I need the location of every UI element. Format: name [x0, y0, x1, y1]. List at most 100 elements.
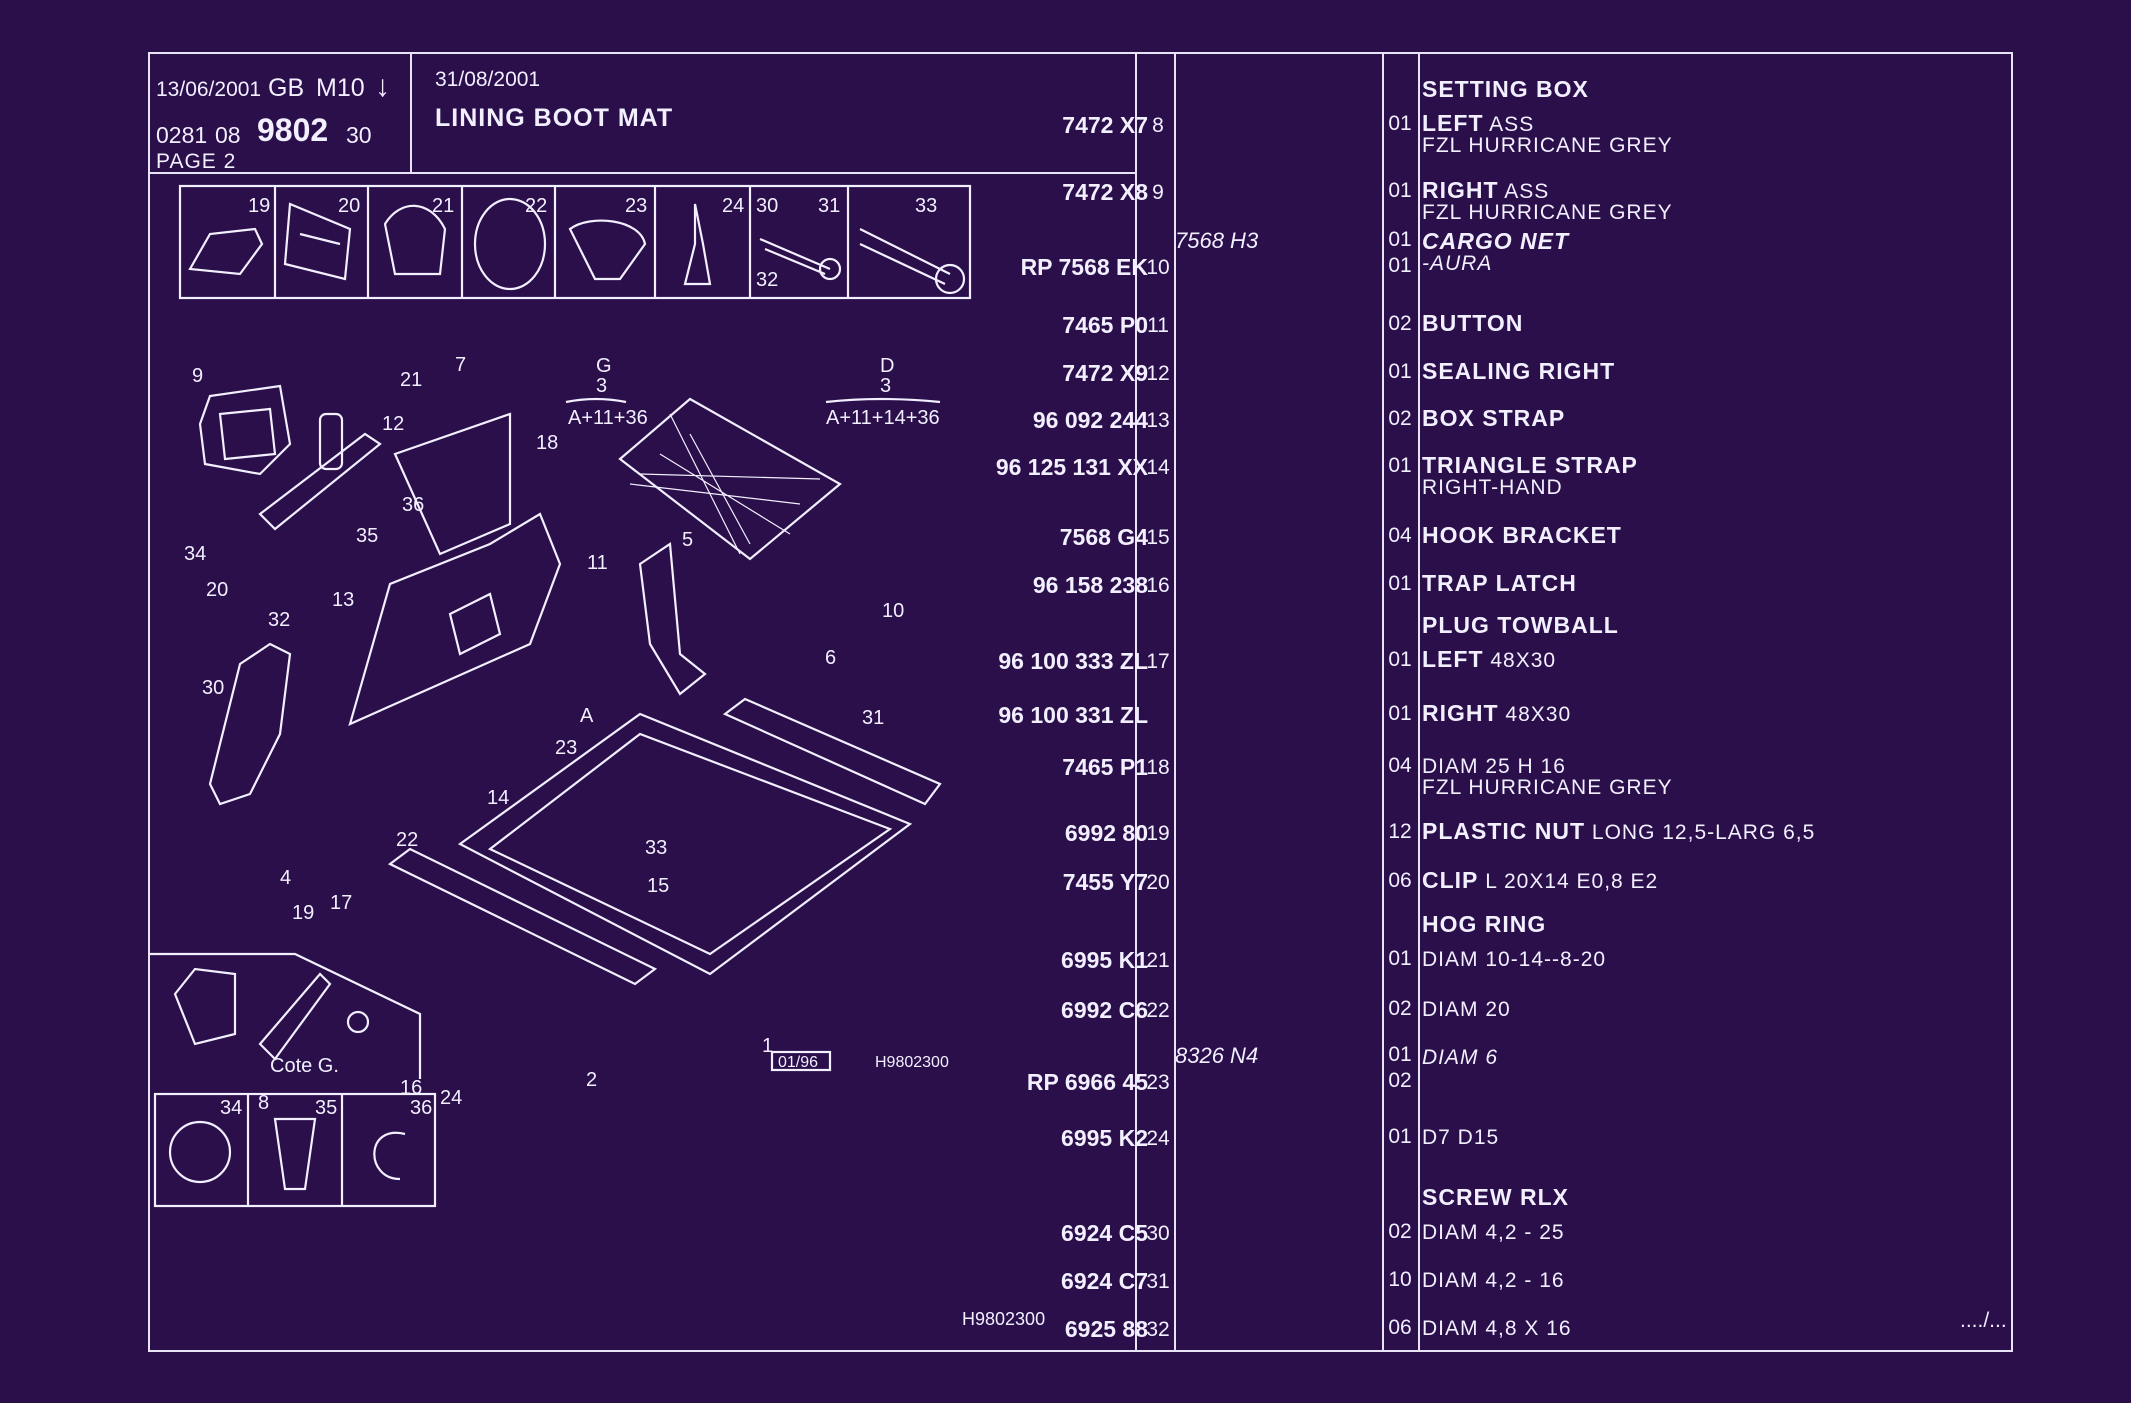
callout-number: 15	[647, 875, 669, 897]
part-spec: ASS	[1498, 180, 1550, 203]
part-spec: DIAM 25 H 16	[1422, 755, 1566, 778]
diagram-stamp: 01/96	[778, 1054, 818, 1071]
part-qty: 01	[1388, 112, 1412, 135]
part-reference: 7568 G4	[1059, 524, 1148, 550]
screw-thumb-33	[859, 228, 951, 285]
thumb-label-35: 35	[315, 1097, 337, 1119]
button-thumb	[473, 197, 547, 291]
part-reference: 7465 P1	[1062, 754, 1148, 780]
variant-g-num: 3	[596, 375, 607, 397]
part-group-name: SCREW RLX	[1422, 1184, 1569, 1210]
callout-number: 18	[536, 432, 558, 454]
variant-d-letter: D	[880, 355, 894, 377]
part-group-name: PLUG TOWBALL	[1422, 612, 1619, 638]
part-spec: DIAM 10-14--8-20	[1422, 948, 1607, 971]
part-reference: 6924 C5	[1061, 1220, 1148, 1246]
variant-g-code: A+11+36	[568, 407, 648, 429]
part-index: 16	[1146, 574, 1170, 597]
ring-thumb-36	[373, 1131, 406, 1181]
part-index: 10	[1146, 256, 1170, 279]
diagram-ref-small: H9802300	[875, 1054, 949, 1071]
thumb-label-36: 36	[410, 1097, 432, 1119]
part-qty: 01	[1388, 254, 1412, 277]
part-name: CLIP	[1422, 867, 1479, 893]
callout-number: 10	[882, 600, 904, 622]
callout-number: 21	[400, 369, 422, 391]
callout-number: 23	[555, 737, 577, 759]
part-index: 9	[1152, 181, 1164, 204]
bottom-thumbs	[153, 1092, 437, 1208]
callout-number: 33	[645, 837, 667, 859]
part-index: 19	[1146, 822, 1170, 845]
part-name: LEFT	[1422, 110, 1484, 136]
exploded-parts-diagram: 19 20 21 22 23 24 30 31 32 33 G 3 A+11+3…	[150, 184, 972, 1208]
callout-number: 19	[292, 902, 314, 924]
thumb-label-23: 23	[625, 195, 647, 217]
page-title: LINING BOOT MAT	[435, 104, 674, 132]
part-reference: 7472 X8	[1062, 179, 1148, 205]
part-reference: 96 100 333 ZL	[998, 648, 1148, 674]
callout-number: 16	[400, 1077, 422, 1099]
triangle-strap	[638, 542, 707, 696]
part-name: HOOK BRACKET	[1422, 522, 1622, 548]
thumb-label-30: 30	[756, 195, 778, 217]
part-group-name: HOG RING	[1422, 911, 1547, 937]
part-qty: 12	[1388, 820, 1412, 843]
part-index: 32	[1146, 1318, 1170, 1341]
thumb-label-34: 34	[220, 1097, 242, 1119]
part-index: 23	[1146, 1071, 1170, 1094]
callout-number: 2	[586, 1069, 597, 1091]
callout-number: 20	[206, 579, 228, 601]
part-detail: RIGHT-HAND	[1422, 476, 1563, 499]
variant-g-letter: G	[596, 355, 612, 377]
part-name: BUTTON	[1422, 310, 1524, 336]
part-index: 24	[1146, 1127, 1170, 1150]
part-qty: 02	[1388, 407, 1412, 430]
callout-number: 7	[455, 354, 466, 376]
part-name: PLASTIC NUT	[1422, 818, 1586, 844]
part-qty: 10	[1388, 1268, 1412, 1291]
col-line-4	[1418, 54, 1420, 1350]
pillar-trim	[208, 642, 292, 806]
part-name: RIGHT	[1422, 177, 1499, 203]
part-ref-old: 8326 N4	[1175, 1043, 1259, 1068]
header-divider	[150, 172, 1135, 174]
header-date2: 31/08/2001	[435, 68, 541, 91]
continued-mark: ..../...	[1960, 1309, 2007, 1332]
part-name: TRAP LATCH	[1422, 570, 1577, 596]
clip-thumb-35	[273, 1117, 317, 1191]
part-index: 14	[1146, 456, 1170, 479]
screw-head-33	[934, 263, 966, 295]
callout-number: 9	[192, 365, 203, 387]
part-qty: 01	[1388, 454, 1412, 477]
box-strap	[258, 432, 382, 531]
callout-number: 4	[280, 867, 291, 889]
col-line-1	[1135, 54, 1137, 1350]
header-code-main: 9802	[257, 112, 329, 148]
callout-number: 17	[330, 892, 352, 914]
cover-panel	[393, 412, 512, 556]
header-date: 13/06/2001	[156, 78, 262, 101]
part-name: CARGO NET	[1422, 228, 1569, 254]
part-spec: DIAM 4,2 - 16	[1422, 1269, 1565, 1292]
plastic-nut-thumb	[188, 227, 264, 276]
callout-number: 13	[332, 589, 354, 611]
callout-number: 36	[402, 494, 424, 516]
box-strap-right	[258, 972, 332, 1061]
part-index: 21	[1146, 949, 1170, 972]
variant-d-code: A+11+14+36	[826, 407, 940, 429]
screw-thumb-30	[759, 237, 831, 276]
variant-d-num: 3	[880, 375, 891, 397]
part-index: 30	[1146, 1222, 1170, 1245]
header-model: M10	[316, 74, 365, 102]
part-index: 18	[1146, 756, 1170, 779]
part-name: RIGHT	[1422, 700, 1499, 726]
sealing-strip	[722, 697, 942, 806]
callout-number: 22	[396, 829, 418, 851]
part-qty: 02	[1388, 312, 1412, 335]
catalog-sheet: 13/06/2001 GB M10 ↓ 0281 08 9802 30 PAGE…	[148, 52, 2013, 1352]
part-reference: 6925 88	[1064, 1316, 1148, 1342]
part-spec: DIAM 4,2 - 25	[1422, 1221, 1565, 1244]
plug-thumb	[568, 219, 647, 281]
part-name: LEFT	[1422, 646, 1484, 672]
